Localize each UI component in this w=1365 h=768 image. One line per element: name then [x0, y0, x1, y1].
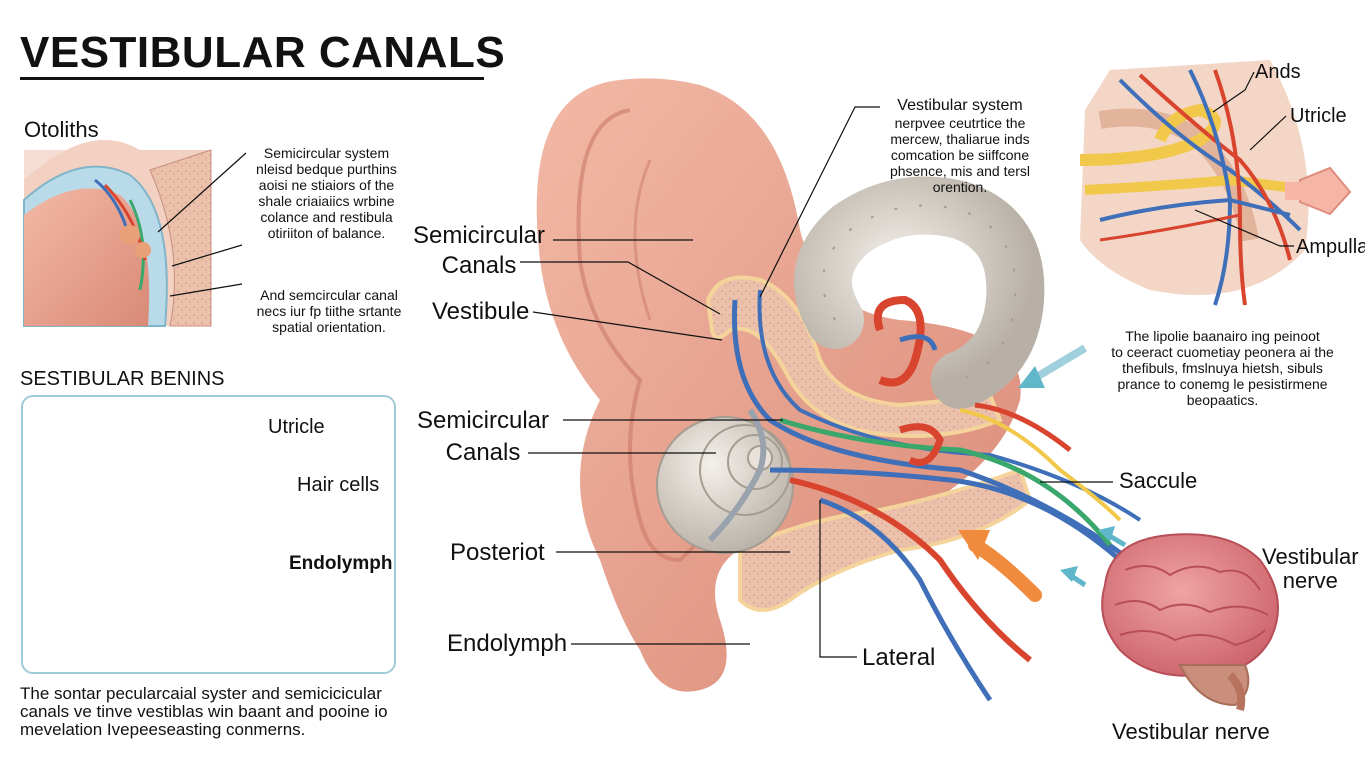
label-line: Canals	[445, 439, 521, 466]
note-line: orention.	[932, 179, 988, 195]
label-vestibular-nerve-bottom: Vestibular nerve	[1112, 719, 1270, 744]
nerve-bundle	[707, 289, 1142, 702]
semicircular-canal-note: And semcircular canal necs iur fp tiithe…	[244, 287, 414, 335]
flow-arrow-orange	[958, 530, 1042, 602]
inset-label-utricle: Utricle	[1290, 105, 1347, 127]
note-line: otiriiton of balance.	[267, 225, 386, 241]
caption-line: canals ve tinve vestiblas win baant and …	[20, 702, 388, 721]
label-endolymph: Endolymph	[447, 630, 568, 657]
label-semicircular-canals-lower: Semicircular Canals	[417, 405, 549, 469]
label-line: Semicircular	[417, 407, 550, 434]
label-saccule: Saccule	[1119, 468, 1198, 493]
panel-label-hair-cells: Hair cells	[297, 474, 380, 496]
label-line: Semicircular	[413, 222, 546, 249]
sestibular-benins-heading: SESTIBULAR BENINS	[20, 368, 225, 390]
note-line: Semicircular system	[263, 145, 390, 161]
brain	[1101, 533, 1279, 711]
note-line: prance to conemg le pesistirmene	[1117, 376, 1328, 392]
semicircular-canal-coil	[794, 176, 1045, 409]
bottom-caption: The sontar pecularcaial syster and semic…	[20, 685, 388, 739]
label-lateral: Lateral	[862, 644, 936, 671]
inset-label-ands: Ands	[1255, 61, 1301, 83]
note-line: aoisi ne stiaiors of the	[258, 177, 395, 193]
inset-ampulla	[1079, 60, 1352, 306]
note-line: phsence, mis and tersl	[889, 163, 1031, 179]
leader-lines	[157, 71, 1294, 658]
utricle-panel-frame	[21, 395, 396, 674]
note-line: colance and restibula	[260, 209, 393, 225]
otoliths-illustration	[23, 140, 212, 327]
note-line: shale criaiaiics wrbine	[258, 193, 395, 209]
note-line: nerpvee ceutrtice the	[894, 115, 1026, 131]
page-title: VESTIBULAR CANALS	[20, 28, 506, 77]
flow-arrows-teal	[1018, 344, 1127, 588]
otoliths-heading: Otoliths	[24, 117, 99, 142]
note-line: The lipolie baanairo ing peinoot	[1125, 328, 1320, 344]
right-side-note: The lipolie baanairo ing peinoot to ceer…	[1100, 328, 1345, 408]
inset-label-ampulla: Ampulla	[1296, 236, 1365, 258]
note-line: nleisd bedque purthins	[256, 161, 397, 177]
panel-label-utricle: Utricle	[268, 416, 325, 438]
cochlea	[656, 416, 794, 554]
note-line: beopaatics.	[1186, 392, 1259, 408]
note-line: spatial orientation.	[272, 319, 386, 335]
note-line: And semcircular canal	[260, 287, 398, 303]
caption-line: The sontar pecularcaial syster and semic…	[20, 684, 382, 703]
note-line: Vestibular system	[897, 97, 1023, 114]
vestibular-system-note: Vestibular system nerpvee ceutrtice the …	[880, 97, 1040, 195]
label-vestibular-nerve-right: Vestibular nerve	[1262, 545, 1359, 593]
panel-label-endolymph: Endolymph	[289, 553, 393, 574]
note-line: mercew, thaliarue inds	[890, 131, 1030, 147]
label-line: Vestibular	[1262, 544, 1359, 569]
caption-line: mevelation Ivepeeseasting conmerns.	[20, 720, 306, 739]
label-vestibule: Vestibule	[432, 298, 530, 325]
note-line: thefibuls, fmslnuya hietsh, sibuls	[1122, 360, 1323, 376]
note-line: comcation be siiffcone	[890, 147, 1030, 163]
label-posteriot: Posteriot	[450, 539, 545, 566]
label-line: nerve	[1282, 568, 1338, 593]
note-line: to ceeract cuometiay peonera ai the	[1111, 344, 1334, 360]
title-underline	[20, 77, 484, 80]
note-line: necs iur fp tiithe srtante	[256, 303, 402, 319]
semicircular-system-note: Semicircular system nleisd bedque purthi…	[244, 145, 409, 241]
label-line: Canals	[441, 252, 517, 279]
label-semicircular-canals-upper: Semicircular Canals	[413, 221, 545, 281]
